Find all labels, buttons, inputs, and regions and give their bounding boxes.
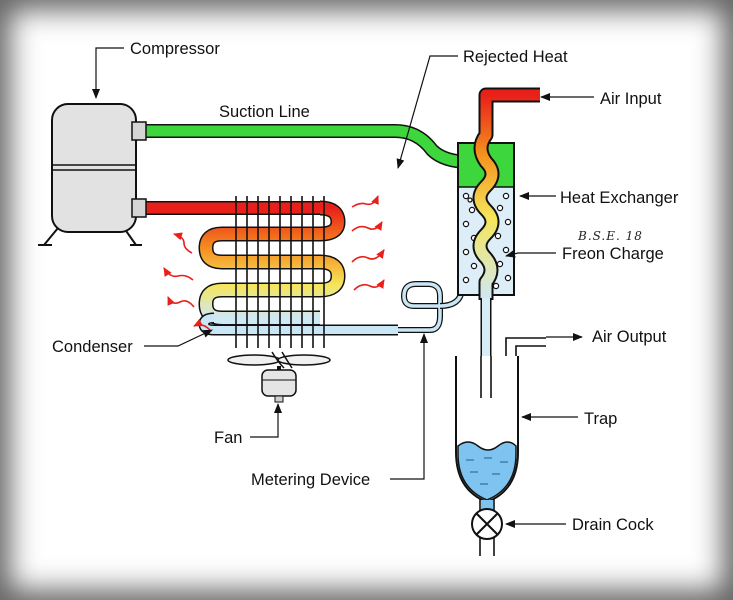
fan [227, 351, 331, 403]
leader-compressor [92, 47, 124, 99]
trap [455, 337, 546, 556]
heat-exchanger [457, 87, 540, 300]
label-trap: Trap [584, 410, 617, 428]
condenser-coil [198, 196, 398, 348]
rejected-heat-arrows [163, 195, 385, 331]
label-freon-charge: Freon Charge [562, 245, 664, 263]
compressor [38, 103, 147, 246]
label-metering-device: Metering Device [251, 471, 370, 489]
signature-mark: B.S.E. 18 [577, 229, 643, 243]
leader-freon-charge [505, 249, 556, 258]
suction-line-pipe [139, 124, 477, 169]
label-suction-line: Suction Line [219, 103, 310, 121]
label-condenser: Condenser [52, 338, 133, 356]
label-fan: Fan [214, 429, 242, 447]
leader-fan [250, 403, 282, 438]
freon-bubbles [462, 192, 512, 290]
label-air-input: Air Input [600, 90, 662, 108]
label-drain-cock: Drain Cock [572, 516, 654, 534]
label-compressor: Compressor [130, 40, 220, 58]
leader-lines [92, 47, 594, 528]
label-heat-exchanger: Heat Exchanger [560, 189, 679, 207]
drain-cock-valve [471, 508, 503, 540]
leader-rejected-heat [396, 55, 458, 169]
leader-condenser [144, 329, 213, 347]
trap-water [457, 441, 517, 501]
label-air-output: Air Output [592, 328, 667, 346]
leader-metering-device [390, 333, 428, 480]
label-rejected-heat: Rejected Heat [463, 48, 568, 66]
